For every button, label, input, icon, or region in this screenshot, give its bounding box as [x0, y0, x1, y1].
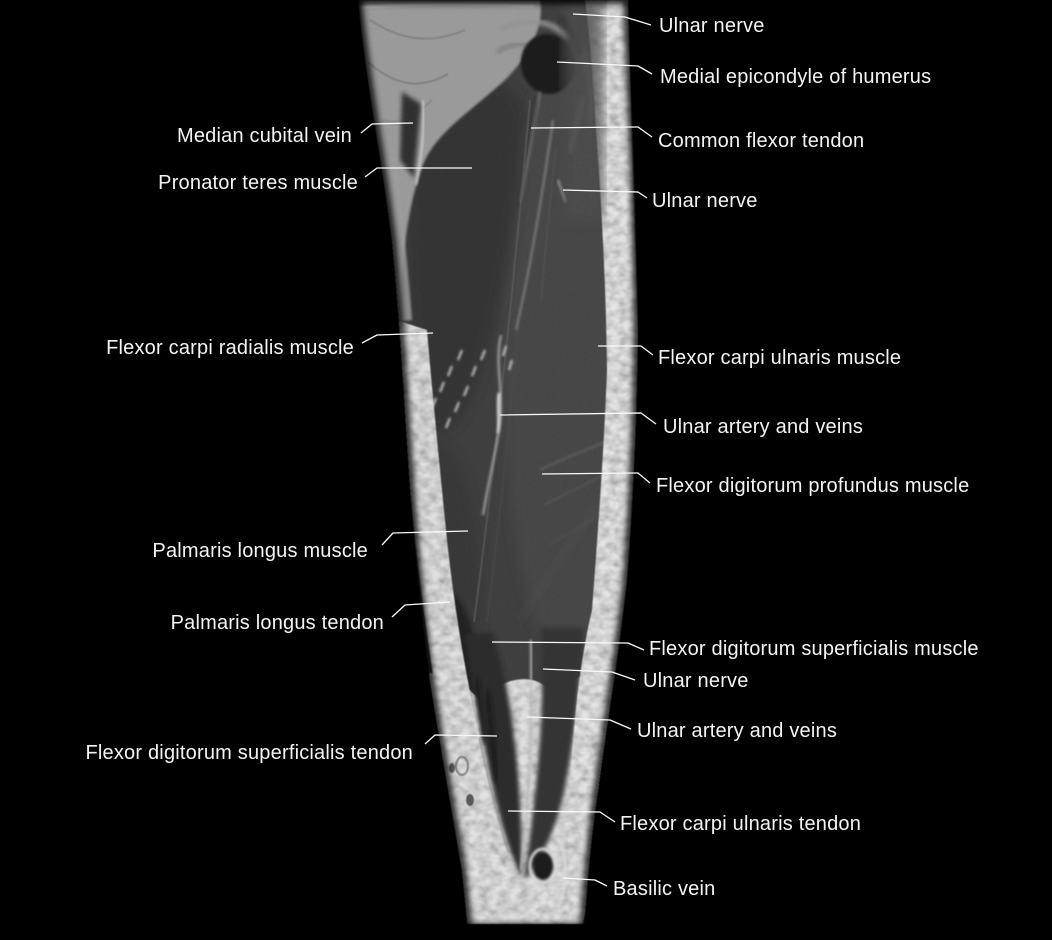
- anatomy-label: Palmaris longus muscle: [152, 540, 368, 562]
- anatomy-label: Palmaris longus tendon: [170, 612, 384, 634]
- anatomy-label: Pronator teres muscle: [158, 172, 358, 194]
- anatomy-label: Common flexor tendon: [658, 130, 865, 152]
- anatomy-label: Basilic vein: [613, 878, 716, 900]
- anatomy-label: Ulnar artery and veins: [663, 416, 864, 438]
- anatomy-label: Flexor digitorum superficialis muscle: [649, 638, 979, 660]
- anatomy-label: Ulnar nerve: [652, 190, 758, 212]
- scan-bottom-crop-bar: [0, 924, 1052, 940]
- anatomy-label: Flexor carpi ulnaris muscle: [658, 347, 902, 369]
- anatomy-label: Medial epicondyle of humerus: [660, 66, 932, 88]
- anatomy-label: Flexor digitorum superficialis tendon: [85, 742, 413, 764]
- anatomy-label: Flexor carpi ulnaris tendon: [620, 813, 862, 835]
- anatomy-label: Ulnar nerve: [659, 15, 765, 37]
- anatomy-label: Ulnar artery and veins: [637, 720, 838, 742]
- anatomy-label: Flexor digitorum profundus muscle: [656, 475, 970, 497]
- anatomy-label: Median cubital vein: [176, 125, 352, 147]
- anatomy-label: Ulnar nerve: [643, 670, 749, 692]
- anatomy-label: Flexor carpi radialis muscle: [106, 337, 354, 359]
